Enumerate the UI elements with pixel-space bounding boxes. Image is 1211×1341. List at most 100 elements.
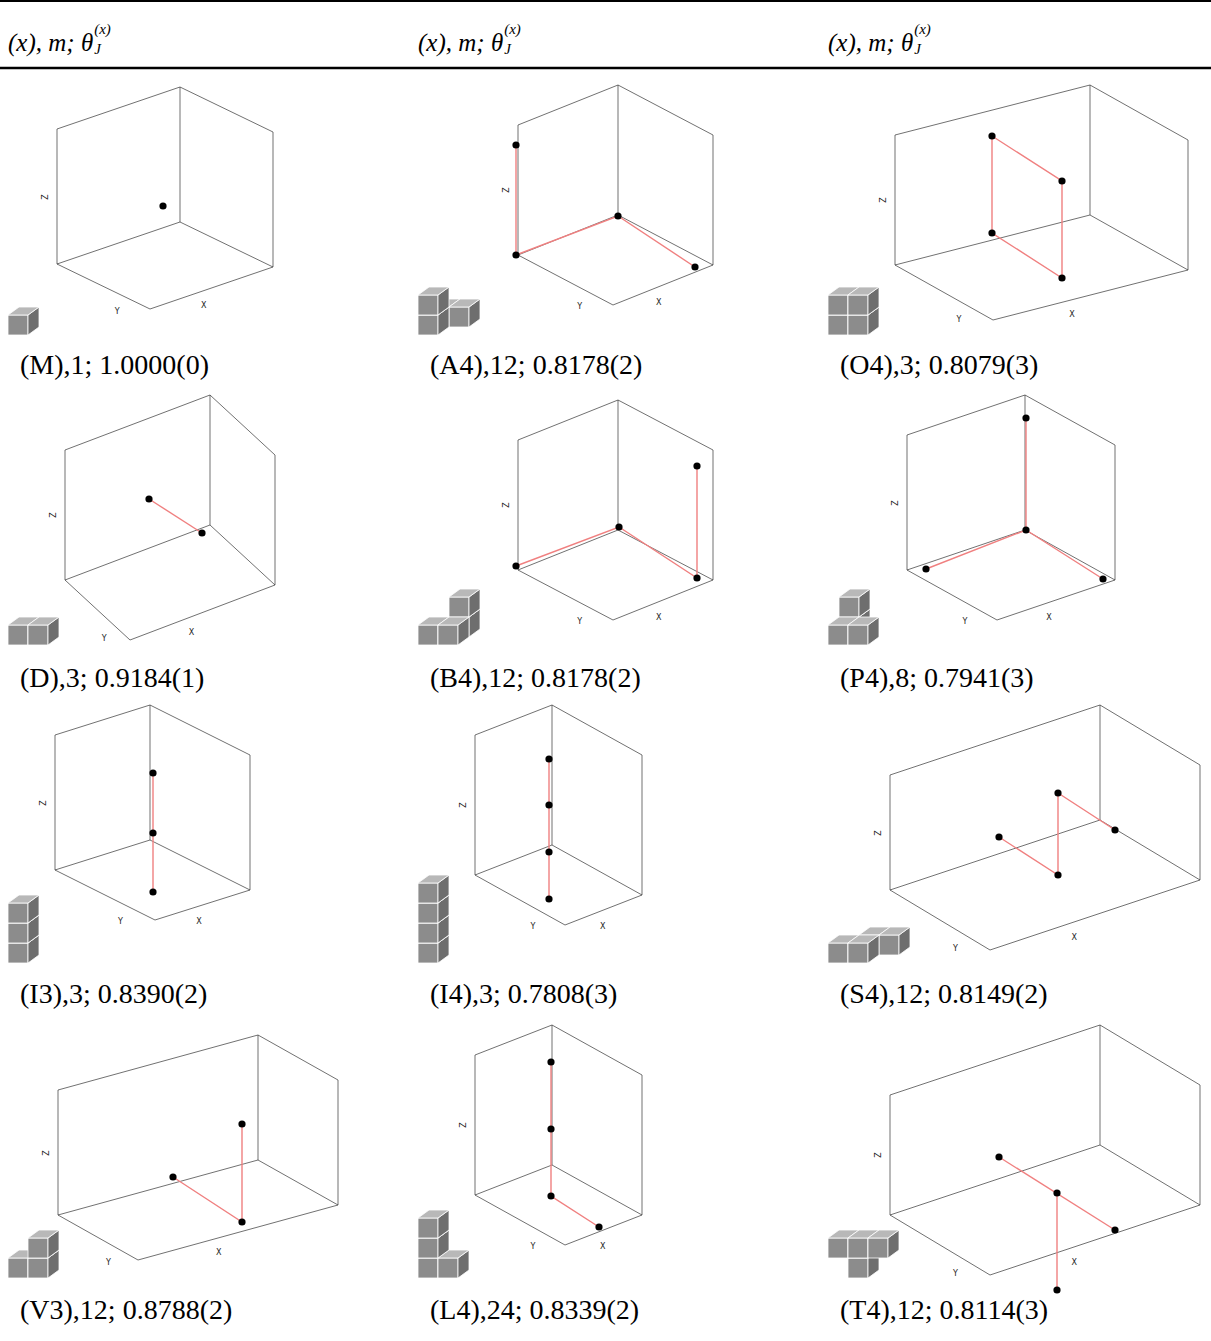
site-dot	[1111, 1226, 1118, 1233]
site-dot	[1053, 1189, 1060, 1196]
panel-caption: (B4),12; 0.8178(2)	[430, 664, 641, 692]
axis-box	[65, 580, 130, 640]
site-dot	[615, 523, 622, 530]
axis-label: X	[600, 1243, 605, 1251]
site-dot	[1054, 789, 1061, 796]
site-dot	[198, 529, 205, 536]
cube-face	[8, 1258, 28, 1278]
axis-box	[180, 87, 181, 222]
axis-box	[57, 222, 180, 264]
site-dot	[547, 1058, 554, 1065]
cube-face	[868, 1230, 899, 1238]
axis-label: Z	[43, 1150, 51, 1155]
axis-box	[642, 1075, 643, 1215]
site-dot	[1111, 826, 1118, 833]
axis-label: X	[201, 302, 206, 310]
plot-panel	[907, 395, 1115, 620]
polycube-icon	[8, 617, 59, 645]
site-dot	[691, 263, 698, 270]
cube-face	[828, 295, 848, 315]
axis-box	[250, 755, 251, 890]
cube-face	[449, 597, 469, 617]
axis-box	[150, 267, 273, 309]
axis-label: Z	[42, 194, 50, 199]
cube-face	[828, 1238, 848, 1258]
axis-box	[150, 840, 250, 890]
axis-box	[55, 735, 56, 870]
bond-line	[548, 759, 549, 899]
axis-box	[895, 85, 1090, 135]
axis-box	[518, 255, 613, 305]
axis-box	[65, 395, 210, 450]
axis-box	[907, 530, 1025, 570]
axis-box	[273, 132, 274, 267]
cube-face	[418, 903, 438, 923]
site-dot	[1022, 414, 1029, 421]
axis-box	[552, 1165, 642, 1215]
axis-box	[130, 585, 275, 640]
site-dot	[1054, 871, 1061, 878]
axis-box	[997, 580, 1115, 620]
axis-box	[713, 135, 714, 265]
axis-box	[210, 395, 211, 525]
axis-box	[55, 705, 150, 735]
axis-label: Z	[875, 830, 883, 835]
panel-caption: (S4),12; 0.8149(2)	[840, 980, 1048, 1008]
axis-box	[155, 890, 250, 920]
axis-box	[613, 580, 713, 620]
axis-box	[1200, 765, 1201, 880]
axis-box	[58, 1160, 258, 1215]
site-dot	[547, 1192, 554, 1199]
polycube-icon	[418, 875, 449, 963]
polycube-icon	[828, 287, 879, 335]
axis-label: X	[600, 923, 605, 931]
site-dot	[922, 565, 929, 572]
axis-box	[475, 845, 552, 875]
table-rule	[0, 0, 1211, 2]
axis-box	[55, 840, 150, 870]
axis-box	[1115, 445, 1116, 580]
plot-panel	[890, 1025, 1200, 1294]
axis-label: Y	[118, 918, 123, 926]
cube-face	[879, 935, 899, 955]
site-dot	[995, 1153, 1002, 1160]
cube-face	[848, 295, 868, 315]
axis-box	[138, 1205, 338, 1260]
cube-face	[868, 1238, 888, 1258]
cube-face	[418, 315, 438, 335]
column-header: (x), m; θ	[828, 30, 913, 55]
axis-label: X	[1069, 311, 1074, 319]
axis-box	[1100, 705, 1101, 820]
site-dot	[238, 1218, 245, 1225]
axis-label: Z	[503, 502, 511, 507]
bond-line	[1025, 418, 1026, 530]
polycube-icon	[8, 307, 39, 335]
site-dot	[149, 769, 156, 776]
bond-line	[173, 1124, 242, 1222]
cube-face	[8, 943, 28, 963]
cube-face	[438, 625, 458, 645]
panel-caption: (A4),12; 0.8178(2)	[430, 351, 642, 379]
cube-face	[418, 295, 438, 315]
site-dot	[512, 251, 519, 258]
plot-panel	[475, 705, 642, 925]
site-dot	[995, 833, 1002, 840]
axis-box	[275, 455, 276, 585]
axis-box	[613, 265, 713, 305]
site-dot	[1099, 575, 1106, 582]
bond-line	[999, 793, 1115, 875]
panel-caption: (L4),24; 0.8339(2)	[430, 1296, 639, 1324]
axis-box	[890, 1215, 990, 1275]
axis-box	[1090, 85, 1188, 140]
cube-face	[418, 883, 438, 903]
axis-box	[518, 570, 613, 620]
axis-box	[1200, 1085, 1201, 1205]
axis-box	[907, 395, 1025, 435]
axis-box	[618, 85, 619, 215]
axis-label: X	[196, 918, 201, 926]
cube-face	[828, 315, 848, 335]
panel-caption: (M),1; 1.0000(0)	[20, 351, 209, 379]
panel-caption: (P4),8; 0.7941(3)	[840, 664, 1034, 692]
axis-label: Z	[460, 802, 468, 807]
axis-box	[1100, 1025, 1101, 1145]
